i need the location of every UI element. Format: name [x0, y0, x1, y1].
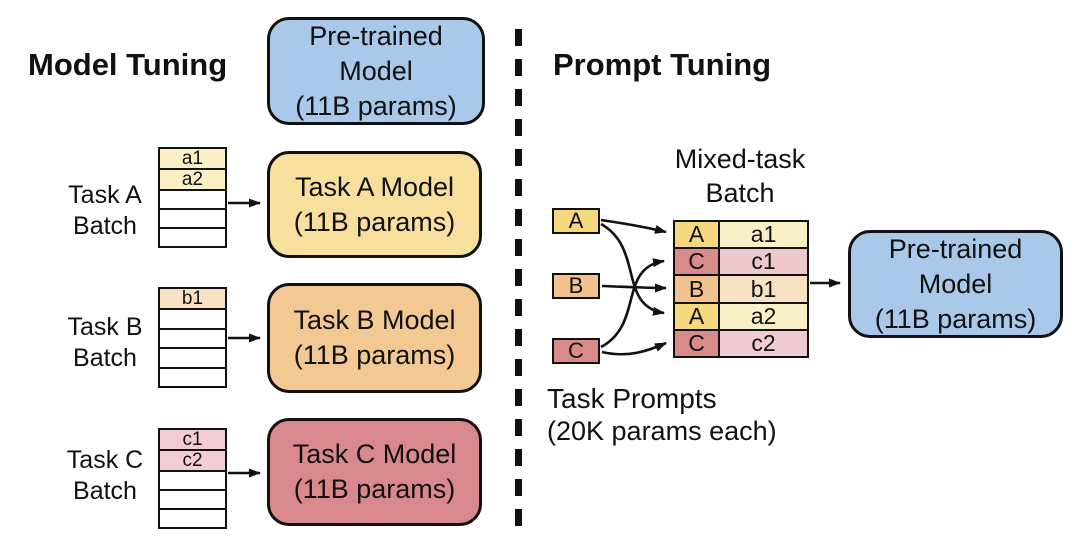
batch-cell: a2 — [160, 170, 225, 191]
prompt-box-b: B — [552, 273, 600, 299]
mixed-row: C c2 — [675, 330, 807, 357]
arrow-prompt-c-to-row-c1 — [600, 258, 665, 349]
box-text-line: Model — [339, 55, 413, 86]
box-text-line: Task C Model — [292, 439, 457, 469]
task-a-batch-table: a1 a2 — [158, 147, 227, 248]
batch-cell-empty — [160, 510, 225, 527]
mixed-item-cell: a2 — [720, 303, 807, 329]
mixed-task-cell: C — [675, 249, 720, 275]
batch-cell-empty — [160, 229, 225, 246]
task-b-batch-table: b1 — [158, 287, 227, 388]
box-text-line: Pre-trained — [888, 233, 1023, 264]
arrow-prompt-b-to-row-b1 — [601, 283, 667, 293]
batch-cell-empty — [160, 472, 225, 491]
mixed-row: C c1 — [675, 249, 807, 277]
mixed-row: B b1 — [675, 276, 807, 304]
prompt-box-a: A — [552, 208, 600, 234]
box-text-line: Model — [918, 268, 993, 299]
left-pretrained-model-box: Pre-trained Model (11B params) — [267, 17, 485, 125]
arrow-prompt-c-to-row-c2 — [601, 341, 667, 356]
task-a-model-box: Task A Model (11B params) — [267, 151, 482, 258]
mixed-row: A a2 — [675, 303, 807, 331]
mixed-item-cell: b1 — [720, 276, 807, 302]
divider-dashed-line — [515, 29, 522, 531]
mixed-row: A a1 — [675, 222, 807, 250]
mixed-task-batch-label: Mixed-task Batch — [674, 144, 806, 208]
batch-cell-empty — [160, 330, 225, 349]
box-text-line: (11B params) — [295, 90, 457, 121]
box-text-line: (11B params) — [293, 206, 456, 237]
task-c-batch-label: Task C Batch — [66, 446, 144, 505]
task-prompts-label: Task Prompts (20K params each) — [547, 383, 777, 446]
batch-cell: c2 — [160, 451, 225, 472]
mixed-item-cell: c2 — [720, 330, 807, 357]
batch-cell: a1 — [160, 149, 225, 170]
box-text-line: Task B Model — [293, 305, 456, 335]
task-c-batch-table: c1 c2 — [158, 428, 227, 529]
batch-cell-empty — [160, 491, 225, 510]
batch-cell: c1 — [160, 430, 225, 451]
task-a-batch-label: Task A Batch — [68, 181, 142, 240]
prompt-tuning-title: Prompt Tuning — [553, 47, 772, 82]
task-c-model-box: Task C Model (11B params) — [267, 418, 482, 526]
mixed-task-cell: A — [675, 303, 720, 329]
arrow-prompt-a-to-row-a2 — [600, 222, 665, 316]
batch-cell-empty — [160, 210, 225, 229]
arrow-prompt-a-to-row-a1 — [600, 218, 667, 234]
mixed-item-cell: c1 — [720, 249, 807, 275]
batch-cell-empty — [160, 349, 225, 369]
task-b-batch-label: Task B Batch — [67, 313, 143, 372]
right-pretrained-model-box: Pre-trained Model (11B params) — [848, 230, 1063, 338]
box-text-line: Pre-trained — [309, 20, 443, 51]
prompt-box-c: C — [552, 338, 600, 364]
batch-cell-empty — [160, 310, 225, 330]
task-b-model-box: Task B Model (11B params) — [267, 283, 482, 393]
box-text-line: (11B params) — [293, 474, 456, 504]
mixed-task-cell: A — [675, 222, 720, 248]
mixed-task-cell: C — [675, 330, 720, 357]
batch-cell-empty — [160, 369, 225, 387]
batch-cell: b1 — [160, 289, 225, 310]
mixed-item-cell: a1 — [720, 222, 807, 248]
mixed-task-cell: B — [675, 276, 720, 302]
batch-cell-empty — [160, 191, 225, 210]
box-text-line: (11B params) — [293, 340, 456, 370]
mixed-task-batch-table: A a1 C c1 B b1 A a2 C c2 — [673, 220, 809, 358]
model-tuning-title: Model Tuning — [28, 47, 228, 82]
box-text-line: (11B params) — [874, 303, 1037, 334]
box-text-line: Task A Model — [294, 171, 455, 202]
